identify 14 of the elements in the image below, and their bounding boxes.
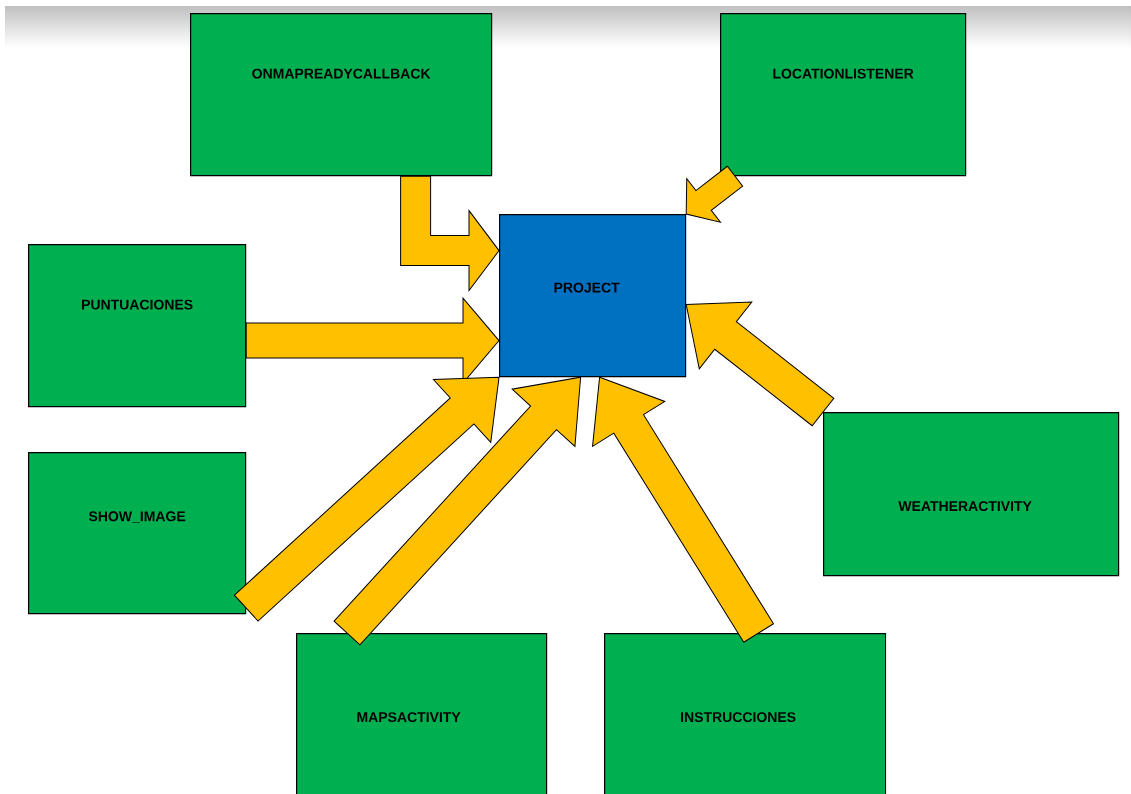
class-box: INSTRUCCIONES — [604, 633, 887, 794]
class-box: MAPSACTIVITY — [296, 633, 548, 794]
project-box: PROJECT — [499, 214, 687, 378]
class-box: SHOW_IMAGE — [28, 452, 247, 615]
class-box: PUNTUACIONES — [28, 244, 247, 408]
class-box: ONMAPREADYCALLBACK — [190, 13, 493, 177]
block-arrow — [592, 376, 774, 643]
block-arrow — [685, 301, 835, 427]
block-arrow — [233, 376, 500, 622]
class-box: WEATHERACTIVITY — [823, 412, 1120, 577]
class-box: LOCATIONLISTENER — [720, 13, 967, 177]
block-arrow — [333, 376, 582, 646]
block-arrow — [685, 165, 744, 223]
block-arrow — [400, 175, 500, 292]
